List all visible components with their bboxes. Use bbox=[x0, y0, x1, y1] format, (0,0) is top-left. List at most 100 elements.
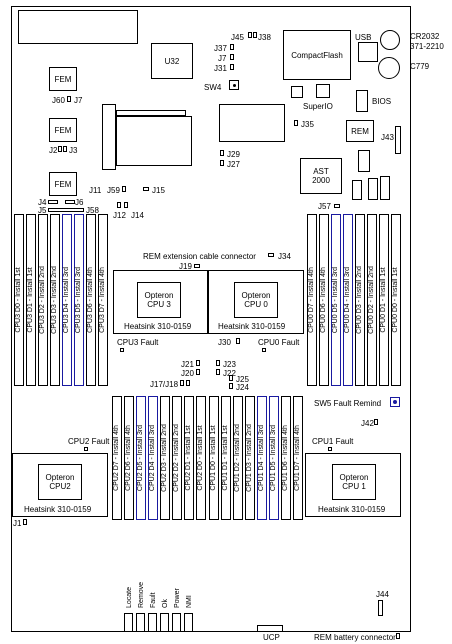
dimm-slot-label: CPU2 D2 - Install 2nd bbox=[173, 424, 180, 492]
led-label-nmi: NMI bbox=[186, 595, 193, 608]
led-label-remove: Remove bbox=[138, 581, 145, 608]
cpu3-dimm-slot[interactable]: CPU3 D0 - Install 1st bbox=[14, 214, 24, 386]
io-connector-main bbox=[116, 116, 192, 166]
dimm-slot-label: CPU3 D4 - Install 3rd bbox=[63, 266, 70, 334]
j12-jumper bbox=[117, 202, 121, 208]
j34-label: J34 bbox=[278, 252, 291, 261]
cpu1-dimm-slot[interactable]: CPU1 D3 - Install 2nd bbox=[245, 396, 255, 520]
j1-jumper bbox=[23, 519, 27, 525]
j7b-label: J7 bbox=[74, 96, 83, 105]
bios-socket bbox=[356, 90, 368, 112]
fem-module-1: FEM bbox=[49, 67, 77, 91]
j38-label: J38 bbox=[258, 33, 271, 42]
j20-jumper bbox=[196, 369, 200, 375]
cpu2-dimm-slot[interactable]: CPU2 D3 - Install 2nd bbox=[160, 396, 170, 520]
j7-label: J7 bbox=[218, 54, 227, 63]
j60-label: J60 bbox=[52, 96, 65, 105]
cpu2-dimm-slot[interactable]: CPU2 D1 - Install 1st bbox=[184, 396, 194, 520]
cpu3-dimm-slot[interactable]: CPU3 D3 - Install 2nd bbox=[50, 214, 60, 386]
cpu0-dimm-slot[interactable]: CPU0 D3 - Install 2nd bbox=[355, 214, 365, 386]
cpu3-dimm-slot[interactable]: CPU3 D7 - Install 4th bbox=[98, 214, 108, 386]
j24-jumper bbox=[229, 383, 233, 389]
j59-jumper bbox=[122, 186, 126, 192]
dimm-slot-label: CPU3 D0 - Install 1st bbox=[15, 267, 22, 333]
cpu1-dimm-slot[interactable]: CPU1 D4 - Install 3rd bbox=[257, 396, 267, 520]
cpu3-dimm-slot[interactable]: CPU3 D6 - Install 4th bbox=[86, 214, 96, 386]
j4-label: J4 bbox=[38, 198, 47, 207]
cpu2-dimm-slot[interactable]: CPU2 D6 - Install 4th bbox=[124, 396, 134, 520]
motherboard-outline bbox=[11, 6, 411, 632]
fem-module-3: FEM bbox=[49, 172, 77, 196]
cpu1-dimm-slot[interactable]: CPU1 D2 - Install 2nd bbox=[233, 396, 243, 520]
led-locate bbox=[124, 613, 133, 632]
cpu0-dimm-slot[interactable]: CPU0 D4 - Install 3rd bbox=[343, 214, 353, 386]
j45-label: J45 bbox=[231, 33, 244, 42]
cpu2-dimm-slot[interactable]: CPU2 D7 - Install 4th bbox=[112, 396, 122, 520]
j12-label: J12 bbox=[113, 211, 126, 220]
ucp-label: UCP bbox=[263, 633, 280, 642]
j15-label: J15 bbox=[152, 186, 165, 195]
usb-label: USB bbox=[355, 33, 372, 42]
cpu1-dimm-slot[interactable]: CPU1 D5 - Install 3rd bbox=[269, 396, 279, 520]
j5-label: J5 bbox=[38, 206, 47, 215]
j30-label: J30 bbox=[218, 338, 231, 347]
cpu3-fault-label: CPU3 Fault bbox=[117, 338, 159, 347]
cpu0-dimm-slot[interactable]: CPU0 D6 - Install 4th bbox=[319, 214, 329, 386]
j23-jumper bbox=[216, 360, 220, 366]
cpu0-dimm-slot[interactable]: CPU0 D0 - Install 1st bbox=[391, 214, 401, 386]
sw4-label: SW4 bbox=[204, 83, 222, 92]
j19-jumper bbox=[194, 264, 200, 268]
compactflash-label: CompactFlash bbox=[291, 50, 343, 60]
cpu2-fault-label: CPU2 Fault bbox=[68, 437, 110, 446]
cpu1-dimm-slot[interactable]: CPU1 D1 - Install 1st bbox=[221, 396, 231, 520]
j31-jumper bbox=[230, 64, 234, 70]
right-block-1 bbox=[358, 150, 370, 172]
j44-connector bbox=[378, 600, 383, 616]
rem-module: REM bbox=[346, 120, 374, 142]
dimm-slot-label: CPU0 D2 - Install 2nd bbox=[368, 266, 375, 334]
j20-label: J20 bbox=[181, 369, 194, 378]
cpu3-dimm-slot[interactable]: CPU3 D4 - Install 3rd bbox=[62, 214, 72, 386]
sw5-label: SW5 Fault Remind bbox=[314, 399, 382, 408]
sw4-switch[interactable] bbox=[229, 80, 239, 90]
fem-module-2: FEM bbox=[49, 118, 77, 142]
j57-label: J57 bbox=[318, 202, 331, 211]
cpu3-fault-led bbox=[120, 348, 124, 352]
j60-jumper bbox=[67, 96, 71, 102]
cpu2-dimm-slot[interactable]: CPU2 D2 - Install 2nd bbox=[172, 396, 182, 520]
dimm-slot-label: CPU0 D3 - Install 2nd bbox=[356, 266, 363, 334]
cpu2-dimm-slot[interactable]: CPU2 D4 - Install 3rd bbox=[148, 396, 158, 520]
cpu3-dimm-slot[interactable]: CPU3 D2 - Install 2nd bbox=[38, 214, 48, 386]
cpu1-dimm-slot[interactable]: CPU1 D6 - Install 4th bbox=[281, 396, 291, 520]
dimm-slot-label: CPU1 D1 - Install 1st bbox=[222, 425, 229, 491]
j27-jumper bbox=[220, 160, 224, 166]
cpu0-dimm-slot[interactable]: CPU0 D2 - Install 2nd bbox=[367, 214, 377, 386]
cpu1-dimm-slot[interactable]: CPU1 D0 - Install 1st bbox=[209, 396, 219, 520]
rem-battery-connector bbox=[396, 633, 400, 639]
cpu0-dimm-slot[interactable]: CPU0 D1 - Install 1st bbox=[379, 214, 389, 386]
cpu1-fault-led bbox=[328, 447, 332, 451]
j6-jumper bbox=[65, 200, 75, 204]
cpu1-dimm-slot[interactable]: CPU1 D7 - Install 4th bbox=[293, 396, 303, 520]
j35-jumper bbox=[294, 120, 298, 126]
j17-jumper bbox=[180, 380, 184, 386]
j2-jumper bbox=[58, 146, 62, 152]
cpu3-heatsink-label: Heatsink 310-0159 bbox=[124, 322, 192, 331]
central-chip bbox=[219, 104, 285, 142]
sw5-fault-remind-button[interactable] bbox=[390, 397, 400, 407]
cpu0-dimm-slot[interactable]: CPU0 D7 - Install 4th bbox=[307, 214, 317, 386]
cpu3-dimm-slot[interactable]: CPU3 D5 - Install 3rd bbox=[74, 214, 84, 386]
dimm-slot-label: CPU2 D1 - Install 1st bbox=[185, 425, 192, 491]
cpu2-dimm-slot[interactable]: CPU2 D0 - Install 1st bbox=[196, 396, 206, 520]
j59-label: J59 bbox=[107, 186, 120, 195]
u32-chip: U32 bbox=[151, 43, 193, 79]
j25-label: J25 bbox=[236, 375, 249, 384]
cpu2-dimm-slot[interactable]: CPU2 D5 - Install 3rd bbox=[136, 396, 146, 520]
cpu0-dimm-slot[interactable]: CPU0 D5 - Install 3rd bbox=[331, 214, 341, 386]
dimm-slot-label: CPU0 D6 - Install 4th bbox=[320, 267, 327, 333]
j44-label: J44 bbox=[376, 590, 389, 599]
cpu3-dimm-slot[interactable]: CPU3 D1 - Install 1st bbox=[26, 214, 36, 386]
